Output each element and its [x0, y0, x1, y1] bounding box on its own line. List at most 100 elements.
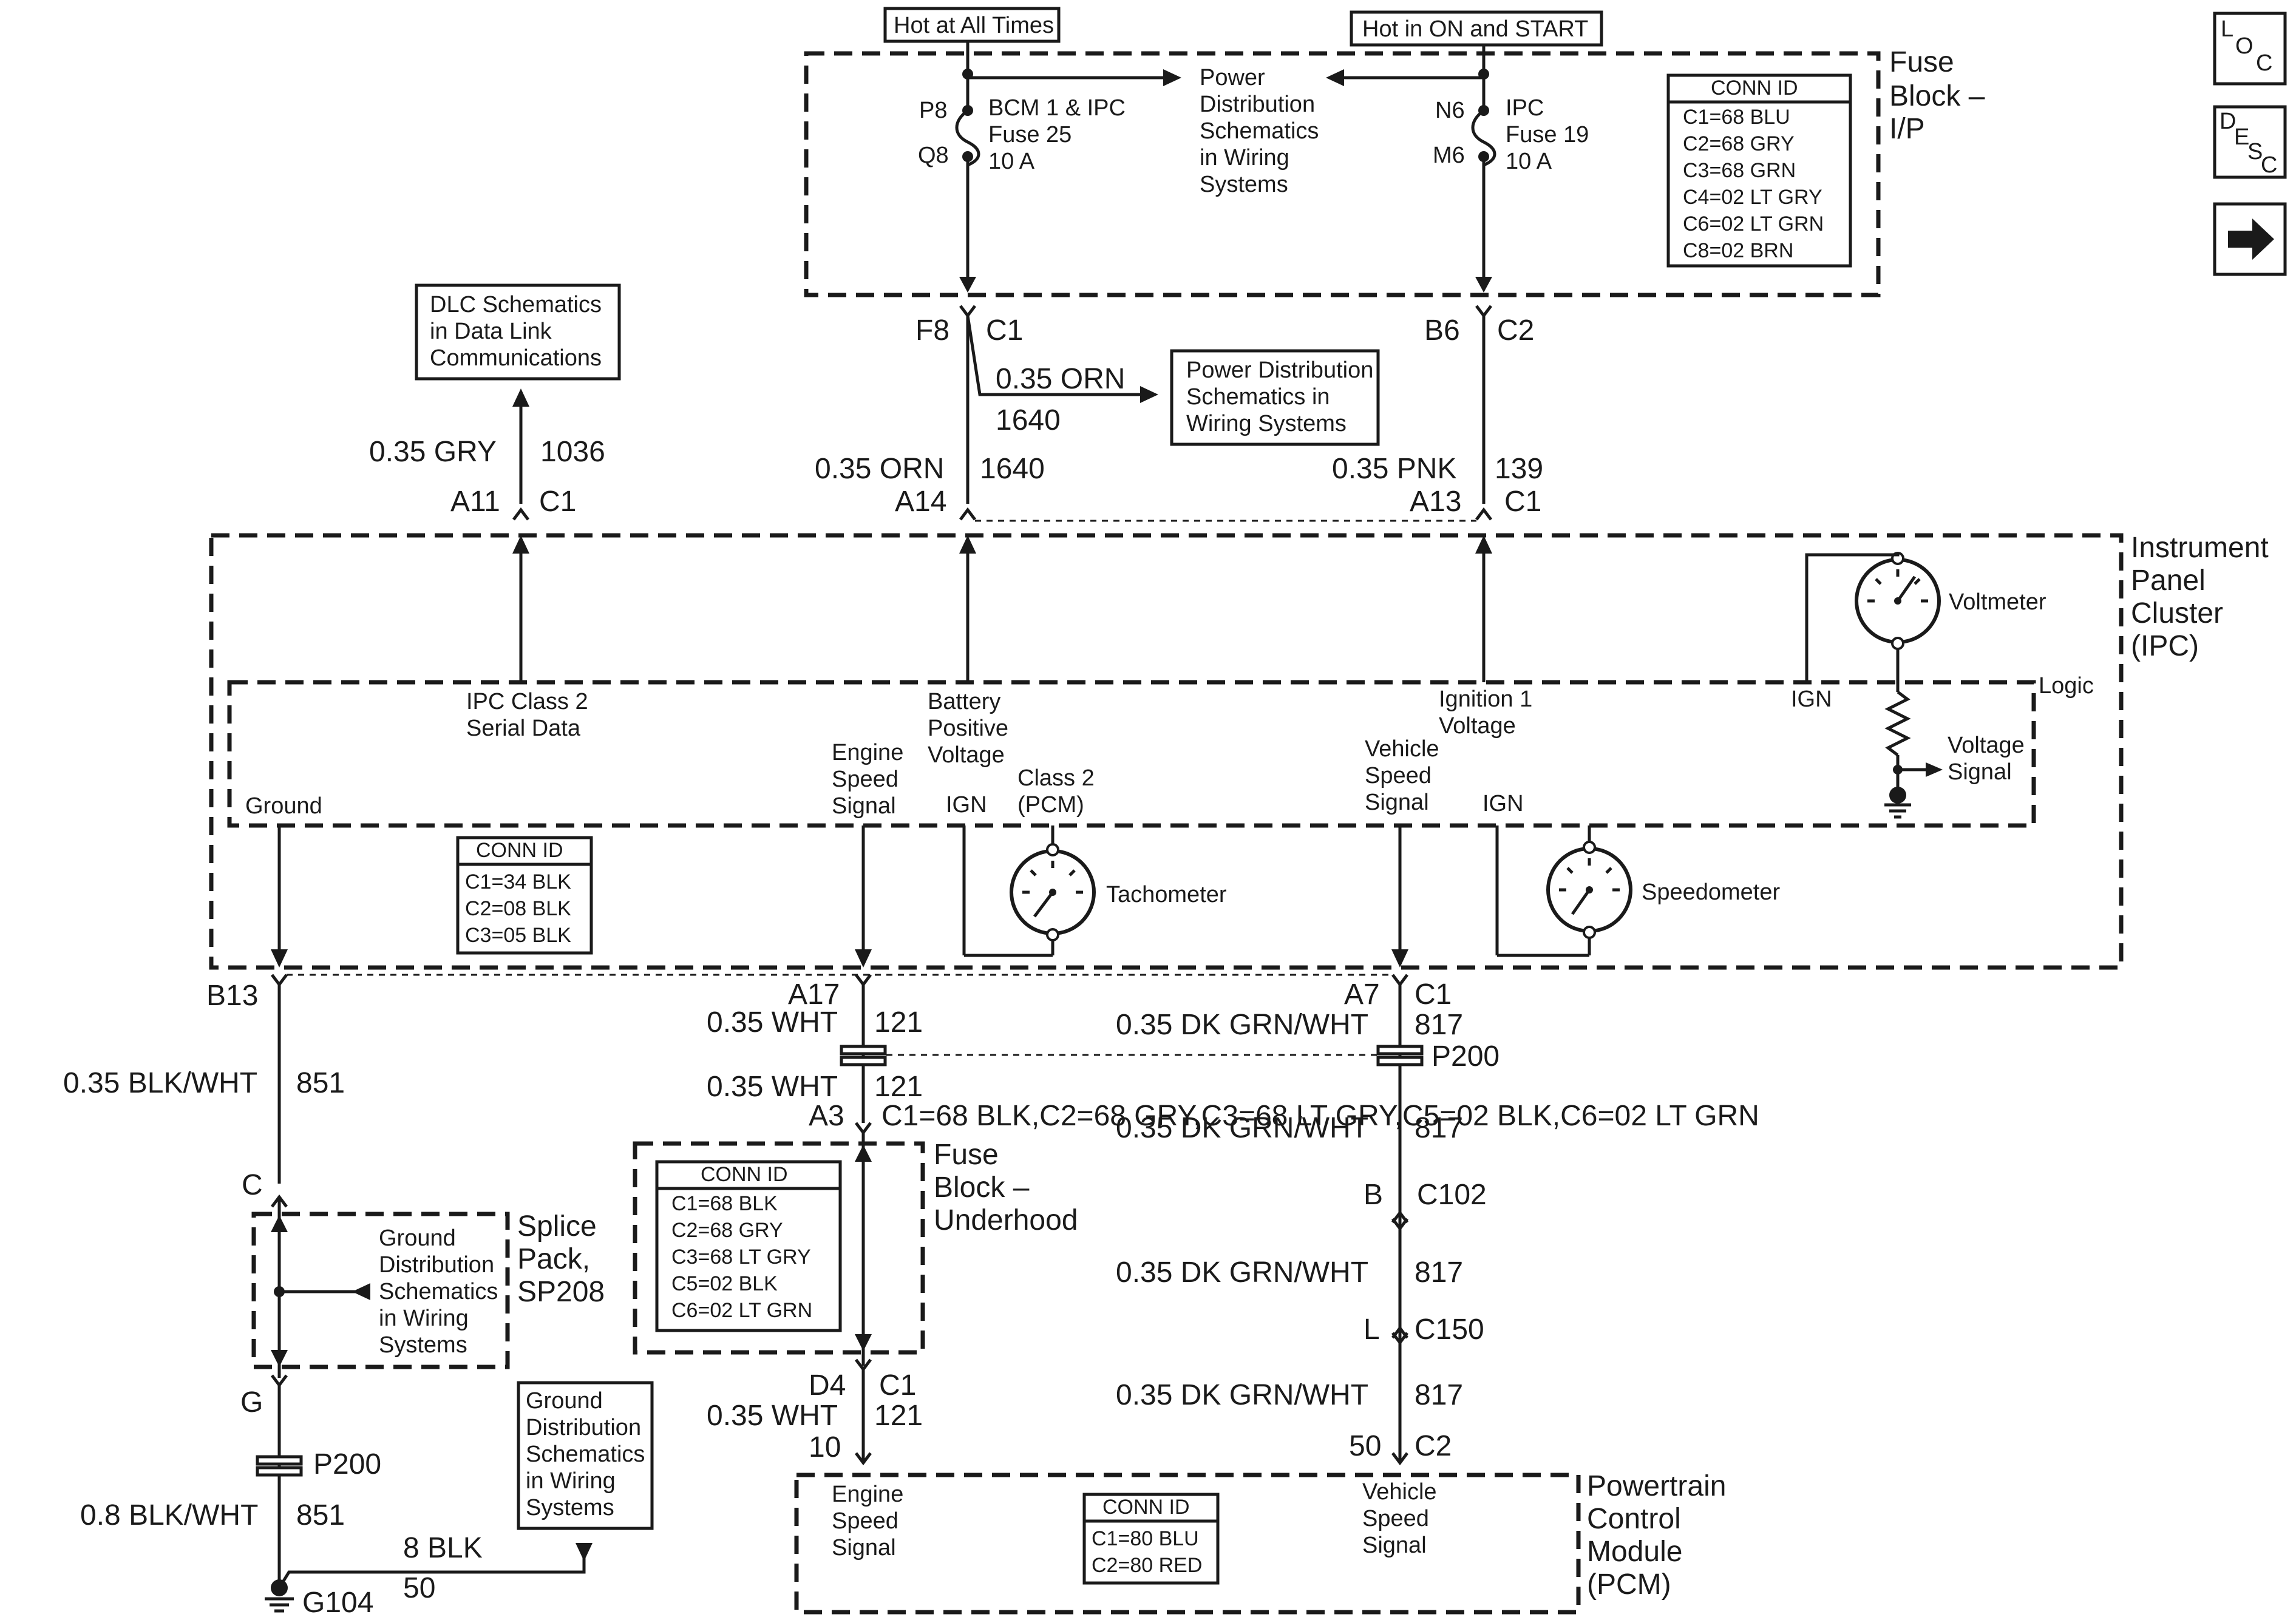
svg-text:Fuse 25: Fuse 25 [988, 122, 1072, 147]
svg-text:N6: N6 [1435, 98, 1465, 123]
wire-dkgrn-c-circuit: 817 [1415, 1256, 1463, 1289]
svg-text:Serial Data: Serial Data [466, 716, 581, 741]
svg-text:C1=68 BLK: C1=68 BLK [671, 1192, 778, 1215]
svg-text:in Data Link: in Data Link [430, 319, 552, 344]
pin-a13-conn: C1 [1504, 486, 1541, 518]
svg-text:Systems: Systems [379, 1332, 467, 1358]
fuse-block-underhood-title: Fuse Block – Underhood [934, 1139, 1078, 1236]
svg-text:Cluster: Cluster [2131, 597, 2223, 629]
pcm-conn-id: CONN ID C1=80 BLU C2=80 RED [1082, 1493, 1220, 1585]
svg-text:Schematics: Schematics [1200, 118, 1319, 144]
wire-dkgrn-d-color: 0.35 DK GRN/WHT [1116, 1379, 1368, 1411]
svg-text:CONN ID: CONN ID [1102, 1496, 1190, 1519]
svg-text:C6=02 LT GRN: C6=02 LT GRN [1683, 212, 1824, 236]
splice-pack-title: Splice Pack, SP208 [517, 1210, 605, 1308]
pin-a7: A7 [1344, 978, 1380, 1011]
engine-speed-signal-label: Engine Speed Signal [832, 740, 903, 819]
svg-text:in Wiring: in Wiring [526, 1468, 616, 1494]
svg-text:C2=68 GRY: C2=68 GRY [1683, 132, 1795, 155]
fuse-block-ip-conn-id: CONN ID C1=68 BLU C2=68 GRY C3=68 GRN C4… [1666, 73, 1852, 268]
ignition-voltage-label: Ignition 1 Voltage [1439, 686, 1532, 739]
splice-ground-ref: Ground Distribution Schematics in Wiring… [379, 1225, 498, 1358]
speedometer-gauge [1546, 841, 1632, 939]
svg-text:Control: Control [1587, 1503, 1681, 1535]
power-distribution-ref: Power Distribution Schematics in Wiring … [1200, 65, 1319, 197]
voltmeter-ign-label: IGN [1791, 686, 1832, 712]
next-arrow-icon[interactable] [2213, 202, 2287, 276]
pcm-outline [794, 1473, 1581, 1615]
desc-icon[interactable]: D E S C [2213, 105, 2287, 179]
c102-pin-b: B [1364, 1179, 1383, 1211]
splice-pin-c: C [242, 1169, 263, 1201]
svg-text:Speed: Speed [1362, 1506, 1429, 1531]
wire-dkgrn-c-color: 0.35 DK GRN/WHT [1116, 1256, 1368, 1289]
wire-blkwht-b-color: 0.8 BLK/WHT [80, 1499, 258, 1531]
svg-text:DLC Schematics: DLC Schematics [430, 292, 602, 317]
svg-text:Battery: Battery [928, 689, 1000, 714]
svg-text:E: E [2234, 124, 2249, 150]
splice-pack-outline [251, 1212, 510, 1369]
wire-wht-a-circuit: 121 [874, 1006, 923, 1039]
svg-text:C3=05 BLK: C3=05 BLK [465, 924, 571, 947]
svg-text:Block –: Block – [1889, 80, 1985, 112]
battery-positive-label: Battery Positive Voltage [928, 689, 1008, 768]
wire-wht-c-color: 0.35 WHT [707, 1400, 838, 1432]
svg-text:BCM 1 & IPC: BCM 1 & IPC [988, 95, 1126, 121]
svg-text:Ground: Ground [526, 1388, 603, 1414]
svg-text:C2=08 BLK: C2=08 BLK [465, 897, 571, 920]
class2-pcm-label: Class 2 (PCM) [1017, 765, 1095, 818]
p200-left-connector [256, 1455, 303, 1477]
pin-a11-conn: C1 [539, 486, 576, 518]
fuse-uh-pin-a3: A3 [809, 1100, 844, 1132]
svg-text:Block –: Block – [934, 1171, 1030, 1204]
svg-text:Class 2: Class 2 [1017, 765, 1095, 791]
voltage-signal-label: Voltage Signal [1948, 733, 2025, 785]
wire-wht-a-color: 0.35 WHT [707, 1006, 838, 1039]
pcm-title: Powertrain Control Module (PCM) [1587, 1470, 1726, 1601]
speedo-ign-label: IGN [1483, 791, 1524, 816]
wire-blk-color: 8 BLK [403, 1532, 483, 1564]
loc-icon[interactable]: L O C [2213, 12, 2287, 86]
tachometer-label: Tachometer [1106, 882, 1227, 907]
svg-text:C5=02 BLK: C5=02 BLK [671, 1272, 778, 1295]
svg-text:IPC Class 2: IPC Class 2 [466, 689, 588, 714]
svg-text:Schematics: Schematics [526, 1442, 645, 1467]
svg-text:SP208: SP208 [517, 1276, 605, 1308]
svg-text:Distribution: Distribution [526, 1415, 641, 1440]
wire-orn-color: 0.35 ORN [815, 453, 944, 485]
svg-text:C1=80 BLU: C1=80 BLU [1092, 1527, 1199, 1550]
fuse-uh-conn-c2: C1=68 BLK,C2=68 GRY,C3=68 LT GRY,C5=02 B… [881, 1100, 1759, 1132]
svg-text:Signal: Signal [1948, 759, 2012, 785]
svg-text:Hot in ON and START: Hot in ON and START [1362, 16, 1588, 42]
svg-text:Vehicle: Vehicle [1365, 736, 1439, 762]
svg-text:Signal: Signal [1362, 1533, 1427, 1558]
wire-gry-circuit: 1036 [540, 436, 605, 468]
fuse-block-ip-outline [804, 51, 1881, 297]
svg-text:Signal: Signal [832, 1535, 896, 1561]
svg-text:Distribution: Distribution [1200, 92, 1315, 117]
svg-text:P8: P8 [919, 98, 947, 123]
svg-text:C1=34 BLK: C1=34 BLK [465, 870, 571, 893]
svg-text:Distribution: Distribution [379, 1252, 494, 1278]
svg-text:CONN ID: CONN ID [1711, 76, 1798, 100]
svg-text:Communications: Communications [430, 345, 602, 371]
wire-wht-b-color: 0.35 WHT [707, 1071, 838, 1103]
tach-ign-label: IGN [946, 792, 987, 818]
g104-label: G104 [302, 1587, 373, 1617]
svg-text:Powertrain: Powertrain [1587, 1470, 1726, 1502]
pcm-pin-10: 10 [809, 1431, 841, 1463]
wire-wht-b-circuit: 121 [874, 1071, 923, 1103]
hot-at-all-times-box: Hot at All Times [883, 7, 1061, 43]
ipc-outline [209, 533, 2124, 970]
pin-a13: A13 [1410, 486, 1461, 518]
c102-label: C102 [1417, 1179, 1487, 1211]
speedometer-label: Speedometer [1642, 880, 1780, 905]
ipc-conn-id: CONN ID C1=34 BLK C2=08 BLK C3=05 BLK [456, 836, 593, 955]
svg-text:O: O [2235, 33, 2254, 59]
svg-text:Vehicle: Vehicle [1362, 1479, 1437, 1505]
fuse-uh-conn-c1: C1 [879, 1369, 916, 1402]
svg-text:in Wiring: in Wiring [379, 1306, 469, 1331]
wire-blkwht-color: 0.35 BLK/WHT [63, 1067, 257, 1099]
